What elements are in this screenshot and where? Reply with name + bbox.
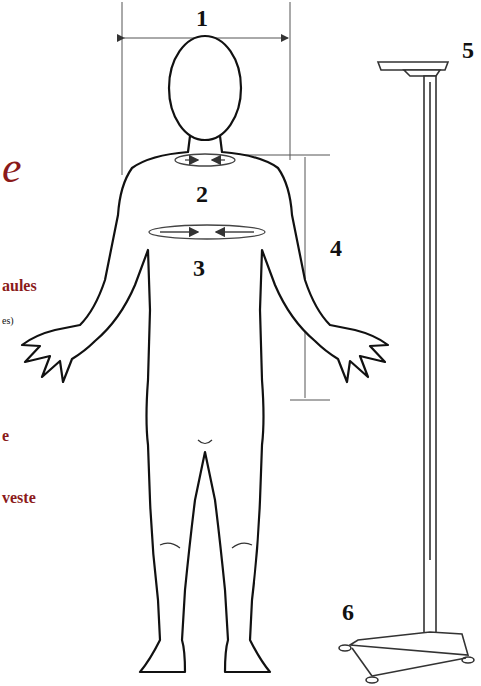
callout-number: 2	[196, 182, 208, 206]
body-details	[160, 440, 252, 548]
callout-number: 5	[462, 38, 474, 62]
callout-number: 1	[196, 6, 208, 30]
height-stand	[339, 62, 474, 683]
title-fragment: e	[2, 146, 22, 190]
note-fragment: es)	[2, 316, 14, 326]
callout-number: 3	[193, 256, 205, 280]
callout-number: 4	[330, 236, 342, 260]
body-outline	[22, 136, 388, 672]
legend-fragment: veste	[2, 490, 36, 506]
legend-fragment: aules	[2, 278, 37, 294]
callout-number: 6	[342, 600, 354, 624]
head-outline	[169, 36, 241, 140]
chest-measure	[149, 225, 265, 239]
neck-measure	[175, 154, 235, 166]
legend-fragment: e	[2, 428, 9, 444]
